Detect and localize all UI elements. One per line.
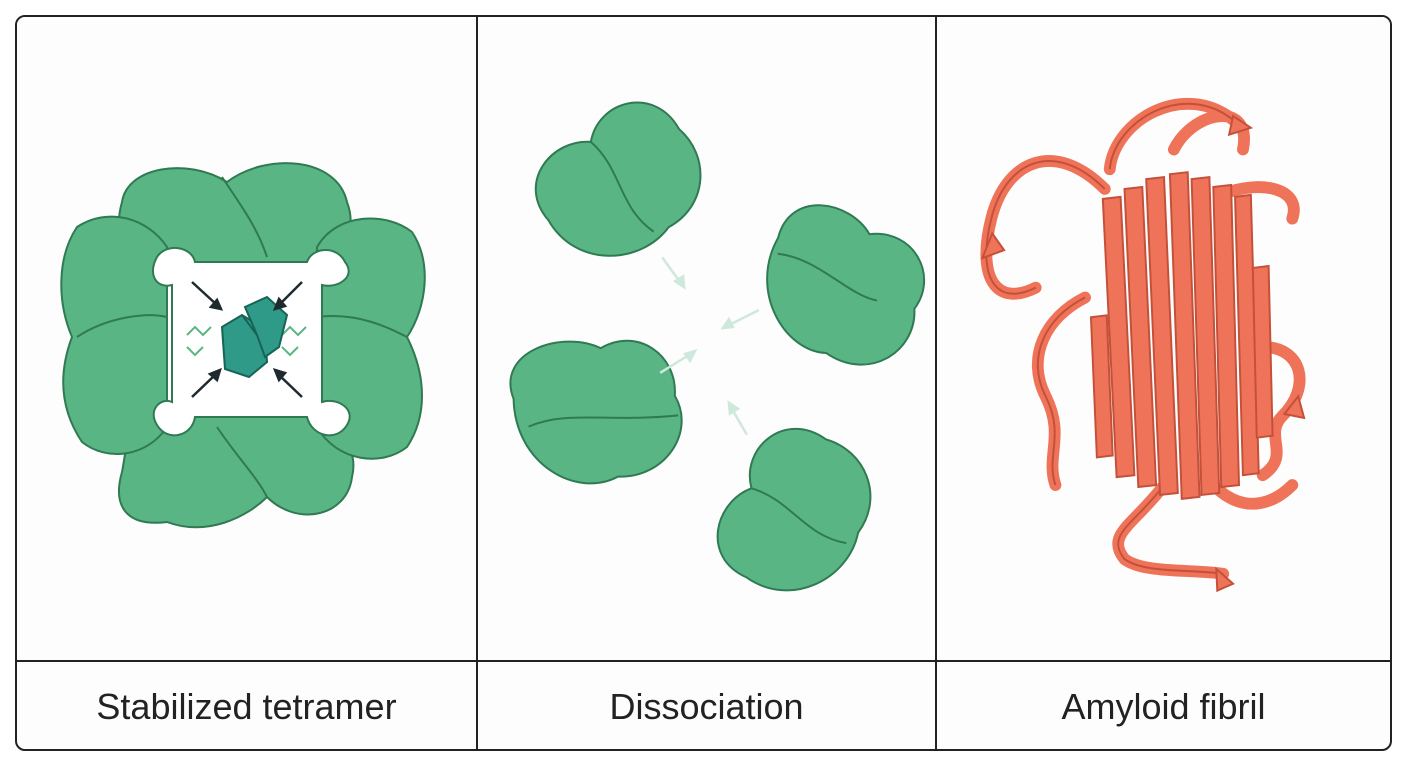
monomer-right [766, 204, 926, 366]
tetramer-illustration [60, 162, 426, 529]
monomer-top-left [534, 101, 702, 257]
panel-stabilized-tetramer [17, 17, 476, 660]
fibril-illustration [980, 97, 1306, 593]
monomer-bottom-right [716, 427, 872, 592]
caption-stabilized-tetramer: Stabilized tetramer [96, 685, 397, 727]
caption-amyloid-fibril: Amyloid fibril [935, 662, 1390, 749]
monomer-bottom-left [509, 339, 683, 485]
binding-arrows [191, 281, 303, 398]
dissociation-arrows [659, 256, 760, 436]
panel-row [17, 17, 1390, 660]
tetramer-subunit-left [60, 215, 168, 455]
beta-strands [1089, 171, 1274, 500]
strand-arrowheads [980, 114, 1306, 593]
caption-dissociation: Dissociation [476, 662, 935, 749]
caption-row: Stabilized tetramer Dissociation Amyloid… [17, 660, 1390, 749]
stabilizer-ligand [220, 295, 289, 379]
binding-residues [186, 325, 307, 357]
dissociation-illustration [509, 101, 926, 592]
panel-dissociation [476, 17, 935, 660]
fibril-loop-outlines [985, 102, 1234, 575]
diagram-frame: Stabilized tetramer Dissociation Amyloid… [15, 15, 1392, 751]
panel-amyloid-fibril [935, 17, 1390, 660]
